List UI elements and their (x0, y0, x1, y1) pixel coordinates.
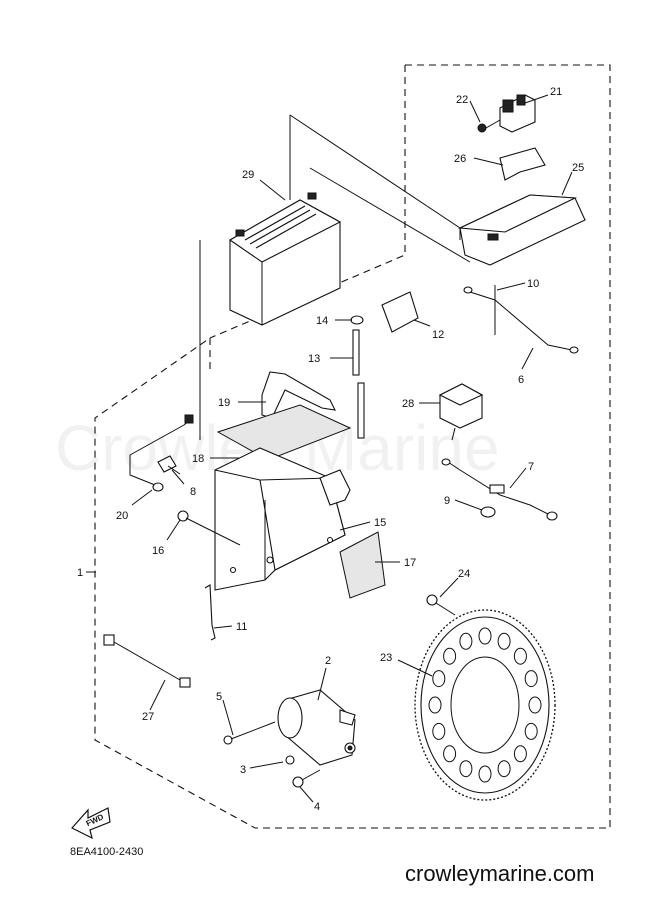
callout-15: 15 (374, 517, 386, 529)
callout-19: 19 (218, 397, 230, 409)
gear-hole (443, 647, 457, 665)
lead-eyelet (152, 482, 164, 492)
relay (499, 94, 536, 133)
callout-18: 18 (192, 453, 204, 465)
callout-22: 22 (456, 94, 468, 106)
callouts: 1 2 3 4 5 6 7 8 9 10 11 12 13 14 15 16 1… (77, 86, 584, 813)
callout-20: 20 (116, 510, 128, 522)
bolt-24 (426, 594, 456, 616)
battery-cover-sheet (216, 404, 352, 461)
callout-2: 2 (325, 655, 331, 667)
callout-27: 27 (142, 711, 154, 723)
callout-5: 5 (216, 691, 222, 703)
starter-relay (438, 383, 484, 441)
leader-lines (86, 94, 573, 803)
callout-24: 24 (458, 568, 470, 580)
callout-13: 13 (308, 353, 320, 365)
assembly-boundary-inner (209, 65, 406, 339)
starter-motor (277, 689, 356, 766)
gear-hole (428, 696, 442, 714)
fwd-arrow-icon: FWD (71, 807, 111, 840)
gear-hole (528, 696, 542, 714)
lead-7 (441, 458, 558, 521)
lead-10-6 (463, 285, 579, 354)
callout-14: 14 (316, 315, 328, 327)
callout-1: 1 (77, 567, 83, 579)
bolt-8 (157, 455, 181, 475)
callout-6: 6 (518, 374, 524, 386)
callout-9: 9 (444, 495, 450, 507)
lead-27 (103, 634, 191, 688)
bolt-5 (223, 721, 276, 745)
callout-16: 16 (152, 545, 164, 557)
callout-4: 4 (314, 801, 320, 813)
gear-hole (497, 760, 511, 778)
gear-hole (513, 745, 527, 763)
battery-pad (381, 291, 419, 333)
rod-and-band (350, 315, 365, 439)
starter-gear (414, 609, 556, 801)
lead-terminal (184, 414, 194, 424)
gear-hole (432, 670, 446, 688)
gear-hole (524, 722, 538, 740)
screw-22 (477, 119, 501, 133)
cable-band (204, 584, 216, 641)
diagram-code: 8EA4100-2430 (70, 846, 143, 858)
assembly-boundary (94, 64, 611, 829)
callout-17: 17 (404, 557, 416, 569)
cap-9 (480, 506, 496, 518)
callout-10: 10 (527, 278, 539, 290)
gear-hole (497, 632, 511, 650)
gear-hole (459, 760, 473, 778)
callout-21: 21 (550, 86, 562, 98)
relay-bracket (499, 147, 546, 181)
callout-23: 23 (380, 652, 392, 664)
bracket-plate (339, 531, 386, 599)
gear-hole (478, 765, 492, 783)
gear-hole (478, 627, 492, 645)
gear-hole (443, 745, 457, 763)
callout-28: 28 (402, 398, 414, 410)
battery-frame-line-2 (309, 167, 471, 263)
callout-12: 12 (432, 329, 444, 341)
relay-cover (457, 194, 586, 266)
callout-26: 26 (454, 153, 466, 165)
callout-29: 29 (242, 169, 254, 181)
site-name: crowleymarine.com (405, 861, 595, 886)
gear-hole (432, 722, 446, 740)
gear-hole (524, 670, 538, 688)
bolt-16 (177, 510, 241, 546)
battery (228, 192, 342, 326)
callout-11: 11 (236, 621, 247, 633)
callout-8: 8 (190, 486, 196, 498)
bolt-4 (292, 769, 321, 788)
callout-25: 25 (572, 162, 584, 174)
callout-3: 3 (240, 764, 246, 776)
gear-hole (459, 632, 473, 650)
gear-hole (513, 647, 527, 665)
callout-7: 7 (528, 461, 534, 473)
battery-bracket (214, 447, 351, 591)
washer-3 (285, 755, 295, 765)
